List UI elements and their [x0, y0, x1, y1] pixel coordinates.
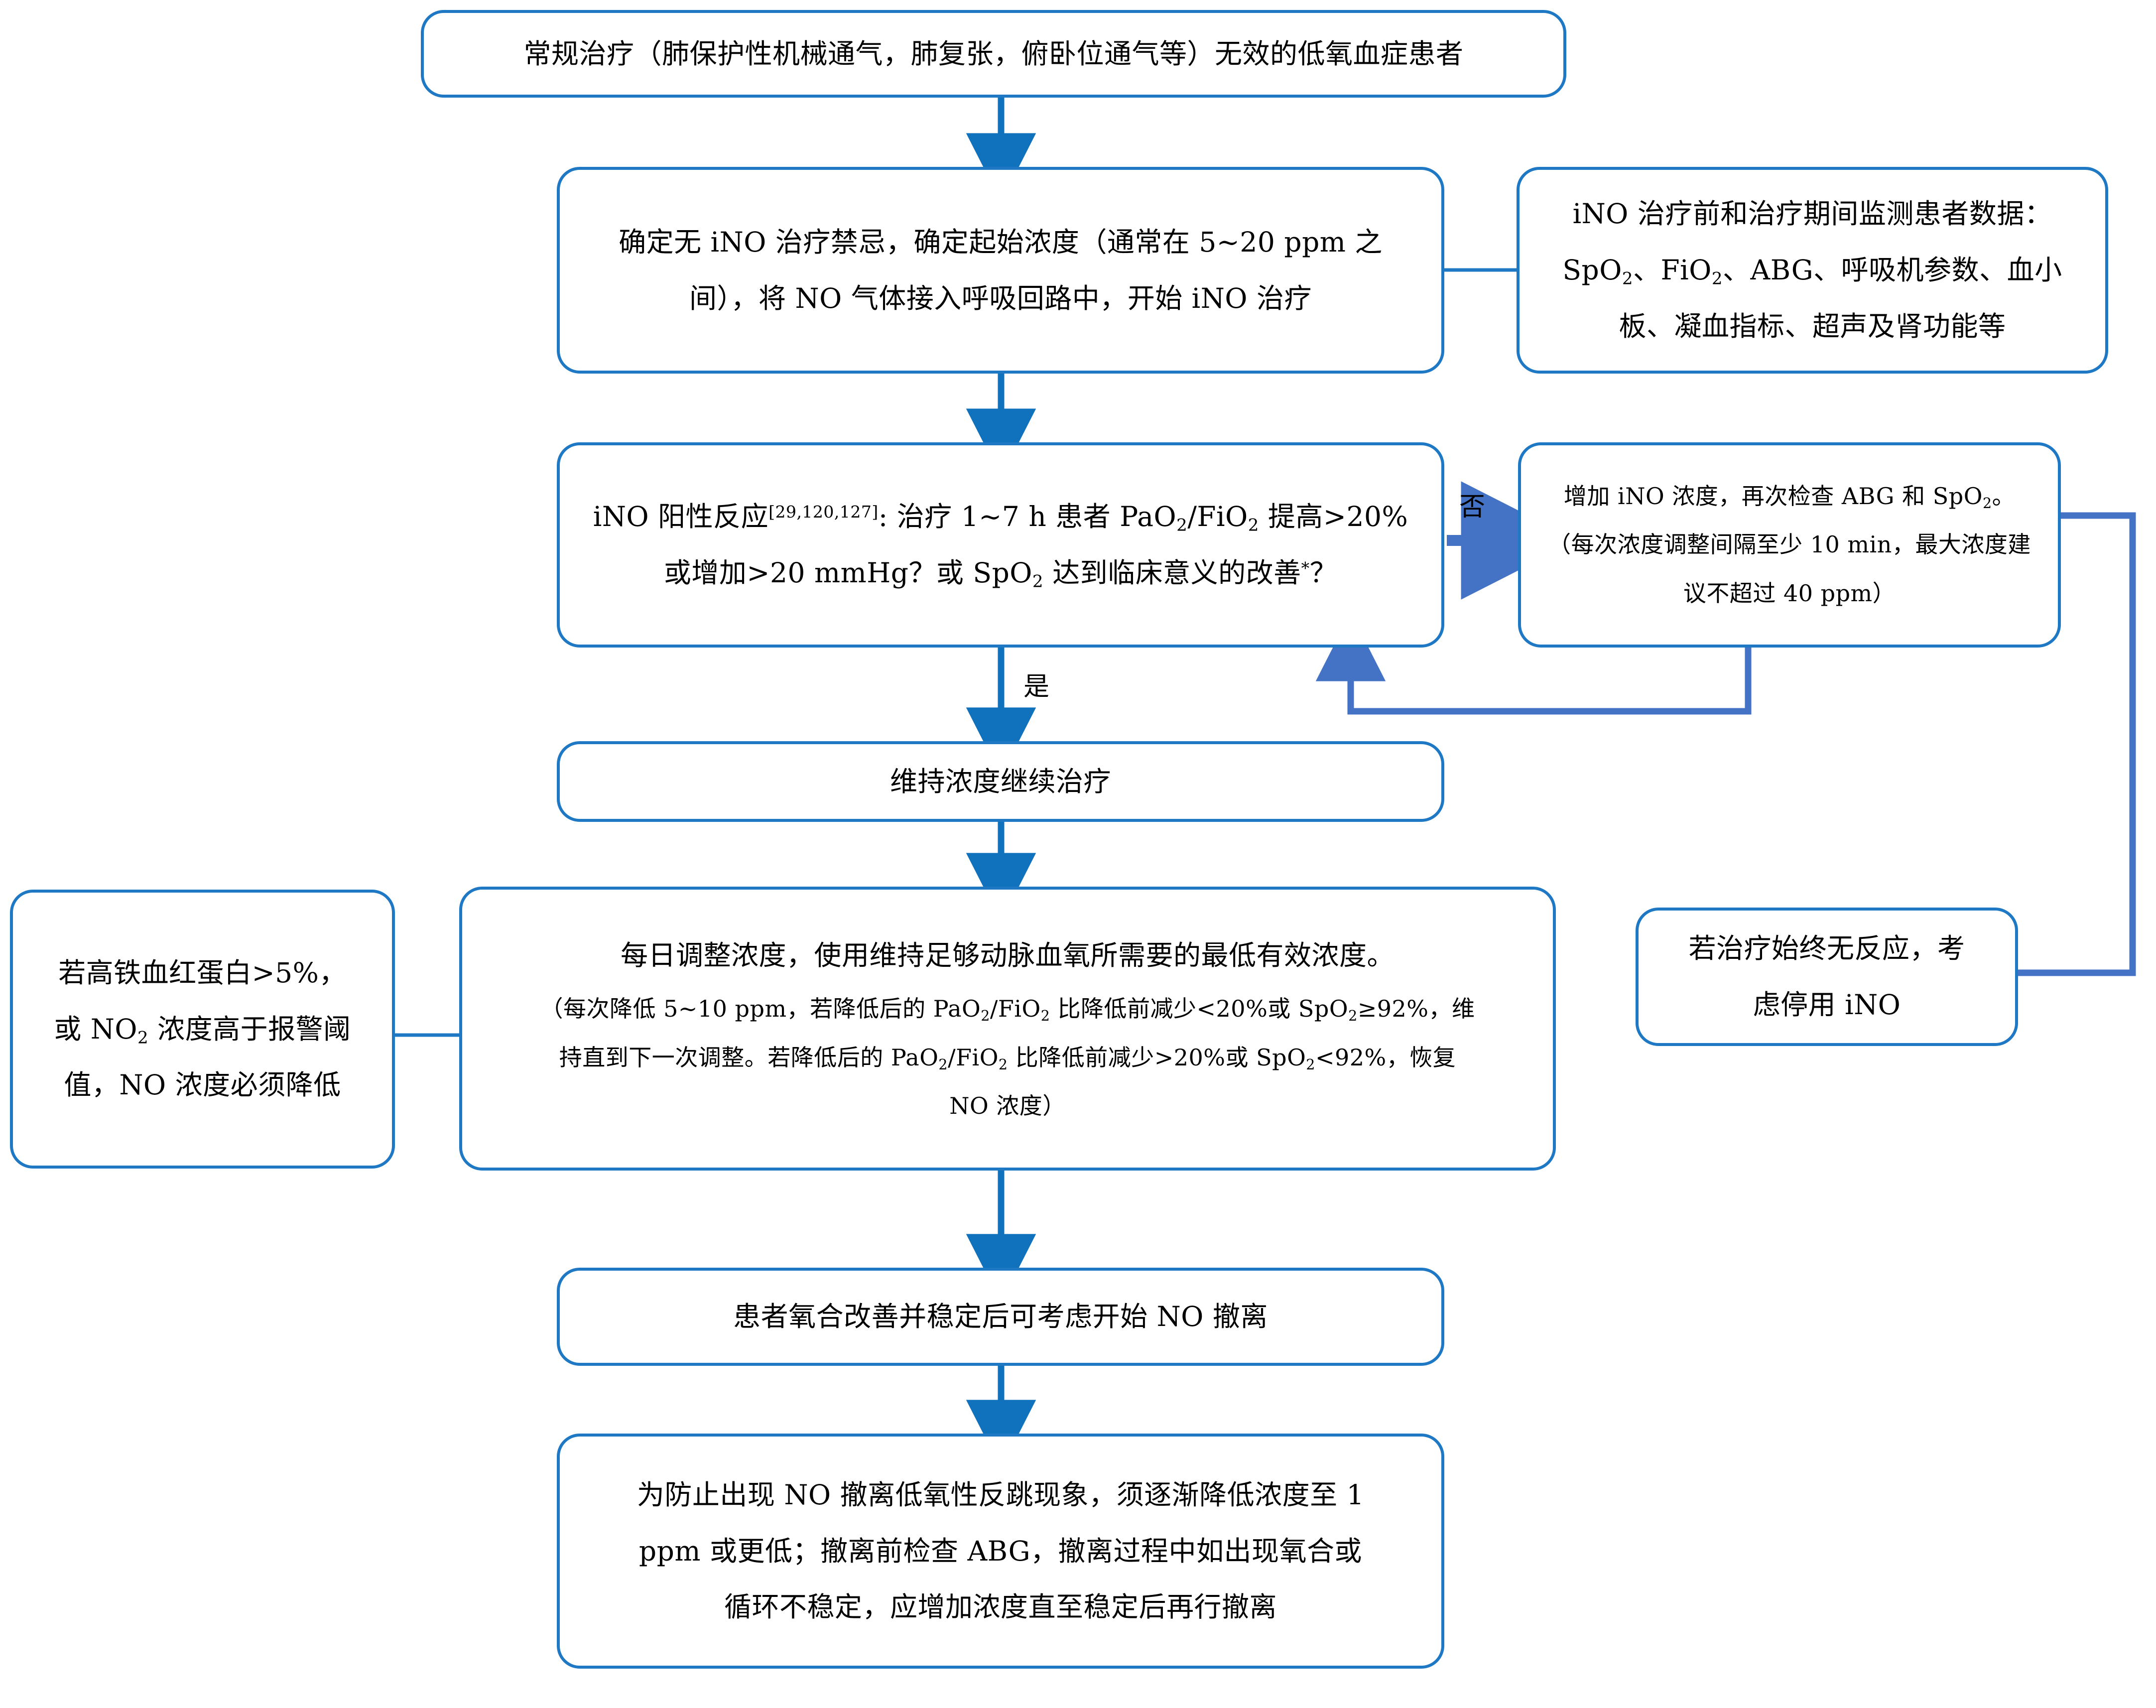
- spo2-subscript: 2: [1348, 1008, 1358, 1024]
- methemoglobin-line-3: 值，NO 浓度必须降低: [64, 1069, 341, 1101]
- node-no-response-stop[interactable]: 若治疗始终无反应，考 虑停用 iNO: [1636, 908, 2018, 1046]
- pao2-subscript: 2: [1176, 515, 1188, 535]
- pao2-subscript: 2: [938, 1056, 948, 1073]
- daily-line-3: 持直到下一次调整。若降低后的 PaO2/FiO2 比降低前减少>20%或 SpO…: [559, 1044, 1456, 1073]
- asterisk-superscript: *: [1301, 558, 1310, 578]
- node-daily-adjust[interactable]: 每日调整浓度，使用维持足够动脉血氧所需要的最低有效浓度。 （每次降低 5~10 …: [459, 887, 1556, 1171]
- node-increase-dose-text: 增加 iNO 浓度，再次检查 ABG 和 SpO2。 （每次浓度调整间隔至少 1…: [1521, 472, 2058, 618]
- node-positive-response-decision[interactable]: iNO 阳性反应[29,120,127]: 治疗 1~7 h 患者 PaO2/F…: [557, 442, 1444, 648]
- decision-question-mark: ？: [1309, 557, 1338, 589]
- fio2-subscript: 2: [1248, 515, 1259, 535]
- weaning-detail-line-3: 循环不稳定，应增加浓度直至稳定后再行撤离: [724, 1591, 1277, 1623]
- increase-lead: 增加 iNO 浓度，再次检查 ABG 和 SpO: [1563, 482, 1983, 510]
- node-decision-text: iNO 阳性反应[29,120,127]: 治疗 1~7 h 患者 PaO2/F…: [560, 489, 1441, 601]
- node-maintain-dose[interactable]: 维持浓度继续治疗: [557, 741, 1444, 822]
- node-increase-dose[interactable]: 增加 iNO 浓度，再次检查 ABG 和 SpO2。 （每次浓度调整间隔至少 1…: [1518, 442, 2061, 648]
- increase-line-1: 增加 iNO 浓度，再次检查 ABG 和 SpO2。: [1563, 482, 2016, 512]
- no-response-line-2: 虑停用 iNO: [1753, 989, 1901, 1021]
- node-weaning-detail-text: 为防止出现 NO 撤离低氧性反跳现象，须逐渐降低浓度至 1 ppm 或更低；撤离…: [560, 1467, 1441, 1635]
- daily-fio2-lead-2: /FiO: [948, 1044, 999, 1071]
- decision-line-2: 或增加>20 mmHg？或 SpO2 达到临床意义的改善*？: [663, 557, 1338, 592]
- decision-line-1: iNO 阳性反应[29,120,127]: 治疗 1~7 h 患者 PaO2/F…: [593, 501, 1408, 535]
- fio2-subscript: 2: [1040, 1008, 1050, 1024]
- no2-label: 或 NO: [54, 1013, 138, 1045]
- daily-decrease-lead: （每次降低 5~10 ppm，若降低后的 PaO: [540, 995, 981, 1023]
- edge-label-yes: 是: [1023, 672, 1050, 702]
- fio2-label: 、FiO: [1633, 254, 1712, 286]
- no2-subscript: 2: [137, 1028, 149, 1048]
- node-init-treatment[interactable]: 确定无 iNO 治疗禁忌，确定起始浓度（通常在 5~20 ppm 之 间），将 …: [557, 167, 1444, 374]
- spo2-subscript: 2: [1032, 571, 1044, 592]
- decision-improvement: 达到临床意义的改善: [1043, 557, 1301, 589]
- decision-lead: iNO 阳性反应: [593, 501, 769, 533]
- daily-criteria-c: 比降低前减少>20%或 SpO: [1008, 1044, 1306, 1071]
- init-line-2: 间），将 NO 气体接入呼吸回路中，开始 iNO 治疗: [689, 282, 1312, 314]
- weaning-detail-line-2: ppm 或更低；撤离前检查 ABG，撤离过程中如出现氧合或: [638, 1535, 1363, 1567]
- node-no-response-text: 若治疗始终无反应，考 虑停用 iNO: [1639, 920, 2015, 1033]
- node-start[interactable]: 常规治疗（肺保护性机械通气，肺复张，俯卧位通气等）无效的低氧血症患者: [421, 10, 1566, 98]
- daily-line-4: NO 浓度）: [949, 1092, 1066, 1120]
- methemoglobin-line-2: 或 NO2 浓度高于报警阈: [54, 1013, 351, 1048]
- methemoglobin-line-1: 若高铁血红蛋白>5%，: [58, 956, 347, 989]
- increase-period: 。: [1992, 482, 2016, 510]
- citation-superscript: [29,120,127]: [768, 502, 879, 522]
- spo2-subscript: 2: [1982, 495, 1992, 512]
- node-init-treatment-text: 确定无 iNO 治疗禁忌，确定起始浓度（通常在 5~20 ppm 之 间），将 …: [560, 214, 1441, 327]
- decision-fio2-lead: /FiO: [1187, 501, 1248, 533]
- node-methemoglobin-text: 若高铁血红蛋白>5%， 或 NO2 浓度高于报警阈 值，NO 浓度必须降低: [13, 945, 392, 1113]
- spo2-subscript: 2: [1622, 268, 1634, 289]
- monitoring-line-3: 板、凝血指标、超声及肾功能等: [1619, 310, 2006, 342]
- init-line-1: 确定无 iNO 治疗禁忌，确定起始浓度（通常在 5~20 ppm 之: [619, 226, 1383, 258]
- node-weaning-start-text: 患者氧合改善并稳定后可考虑开始 NO 撤离: [733, 1301, 1268, 1333]
- fio2-subscript: 2: [1711, 268, 1723, 289]
- daily-criteria-a: 比降低前减少<20%或 SpO: [1050, 995, 1349, 1023]
- connector-increase-loop-back: [1315, 612, 1752, 715]
- node-start-text: 常规治疗（肺保护性机械通气，肺复张，俯卧位通气等）无效的低氧血症患者: [523, 37, 1464, 70]
- node-weaning-start[interactable]: 患者氧合改善并稳定后可考虑开始 NO 撤离: [557, 1268, 1444, 1366]
- node-weaning-detail[interactable]: 为防止出现 NO 撤离低氧性反跳现象，须逐渐降低浓度至 1 ppm 或更低；撤离…: [557, 1434, 1444, 1669]
- monitoring-line-1: iNO 治疗前和治疗期间监测患者数据：: [1572, 198, 2052, 230]
- monitoring-line-2: SpO2、FiO2、ABG、呼吸机参数、血小: [1562, 254, 2062, 289]
- daily-fio2-lead: /FiO: [990, 995, 1041, 1023]
- node-monitoring[interactable]: iNO 治疗前和治疗期间监测患者数据： SpO2、FiO2、ABG、呼吸机参数、…: [1517, 167, 2108, 374]
- increase-line-3: 议不超过 40 ppm）: [1683, 579, 1896, 607]
- node-monitoring-text: iNO 治疗前和治疗期间监测患者数据： SpO2、FiO2、ABG、呼吸机参数、…: [1520, 186, 2105, 354]
- node-maintain-dose-text: 维持浓度继续治疗: [889, 765, 1111, 797]
- increase-line-2: （每次浓度调整间隔至少 10 min，最大浓度建: [1548, 531, 2031, 558]
- decision-mmhg: 或增加>20 mmHg？或 SpO: [663, 557, 1032, 589]
- fio2-subscript: 2: [998, 1056, 1008, 1073]
- daily-criteria-d: <92%，恢复: [1315, 1044, 1456, 1071]
- monitoring-items: 、ABG、呼吸机参数、血小: [1723, 254, 2062, 286]
- daily-line-1: 每日调整浓度，使用维持足够动脉血氧所需要的最低有效浓度。: [620, 939, 1395, 972]
- pao2-subscript: 2: [981, 1008, 990, 1024]
- weaning-detail-line-1: 为防止出现 NO 撤离低氧性反跳现象，须逐渐降低浓度至 1: [636, 1478, 1365, 1511]
- daily-line-2: （每次降低 5~10 ppm，若降低后的 PaO2/FiO2 比降低前减少<20…: [540, 995, 1475, 1024]
- spo2-subscript: 2: [1306, 1056, 1315, 1073]
- decision-pao2-lead: : 治疗 1~7 h 患者 PaO: [878, 501, 1177, 533]
- spo2-label: SpO: [1562, 254, 1622, 286]
- daily-criteria-b: ≥92%，维: [1357, 995, 1475, 1023]
- node-methemoglobin-warning[interactable]: 若高铁血红蛋白>5%， 或 NO2 浓度高于报警阈 值，NO 浓度必须降低: [10, 890, 395, 1169]
- node-daily-adjust-text: 每日调整浓度，使用维持足够动脉血氧所需要的最低有效浓度。 （每次降低 5~10 …: [462, 926, 1553, 1130]
- no-response-line-1: 若治疗始终无反应，考: [1688, 932, 1965, 965]
- methemoglobin-threshold: 浓度高于报警阈: [148, 1013, 351, 1045]
- decision-threshold: 提高>20%: [1259, 501, 1408, 533]
- edge-label-no: 否: [1459, 492, 1486, 522]
- daily-next-lead: 持直到下一次调整。若降低后的 PaO: [559, 1044, 939, 1071]
